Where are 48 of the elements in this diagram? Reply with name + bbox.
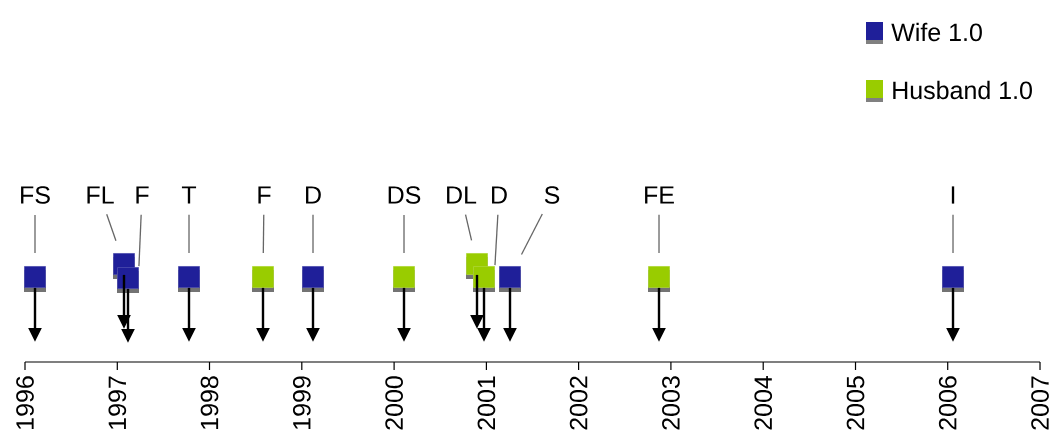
leader-line	[658, 214, 660, 254]
legend-label: Wife 1.0	[891, 22, 982, 42]
leader-line	[952, 214, 954, 254]
leader-line	[312, 214, 314, 254]
tick-label: 1996	[16, 376, 34, 429]
marker-square	[393, 266, 415, 292]
leader-line	[464, 213, 473, 242]
marker-square	[178, 266, 200, 292]
marker-square	[942, 266, 964, 292]
tick-label: 2007	[1031, 376, 1049, 430]
leader-line	[403, 214, 405, 254]
leader-line	[34, 214, 36, 254]
event-label: DL	[447, 186, 477, 204]
tick-label: 2004	[754, 375, 773, 430]
leader-line	[494, 214, 499, 266]
tick-label: 1999	[292, 376, 311, 429]
leader-line	[138, 214, 142, 267]
event-label: I	[951, 186, 955, 204]
event-label: D	[306, 186, 321, 204]
marker-square	[252, 266, 274, 292]
tick-label: 1997	[108, 376, 127, 429]
event-label: FE	[645, 186, 674, 204]
marker-square	[117, 267, 139, 293]
event-label: T	[181, 186, 197, 204]
tick-label: 2003	[662, 376, 680, 430]
marker-square	[499, 266, 521, 292]
leader-line	[520, 213, 543, 256]
marker-square	[302, 266, 324, 292]
event-label: D	[492, 186, 507, 204]
event-label: FL	[87, 186, 114, 204]
tick-label: 1998	[200, 376, 219, 429]
leader-line	[188, 214, 190, 254]
tick-label: 2000	[385, 376, 403, 430]
event-label: FS	[21, 186, 50, 204]
leader-line	[262, 214, 265, 254]
event-label: F	[258, 186, 271, 204]
tick-label: 2001	[477, 376, 496, 430]
marker-square	[648, 266, 670, 292]
event-label: F	[136, 186, 149, 204]
marker-square	[473, 266, 495, 292]
event-label: DS	[388, 186, 421, 204]
tick-label: 2005	[846, 376, 865, 430]
event-label: S	[544, 186, 560, 204]
legend-label: Husband 1.0	[893, 80, 1032, 100]
tick-label: 2002	[569, 376, 588, 430]
marker-square	[24, 266, 46, 292]
tick-label: 2006	[938, 376, 957, 430]
leader-line	[106, 213, 117, 242]
